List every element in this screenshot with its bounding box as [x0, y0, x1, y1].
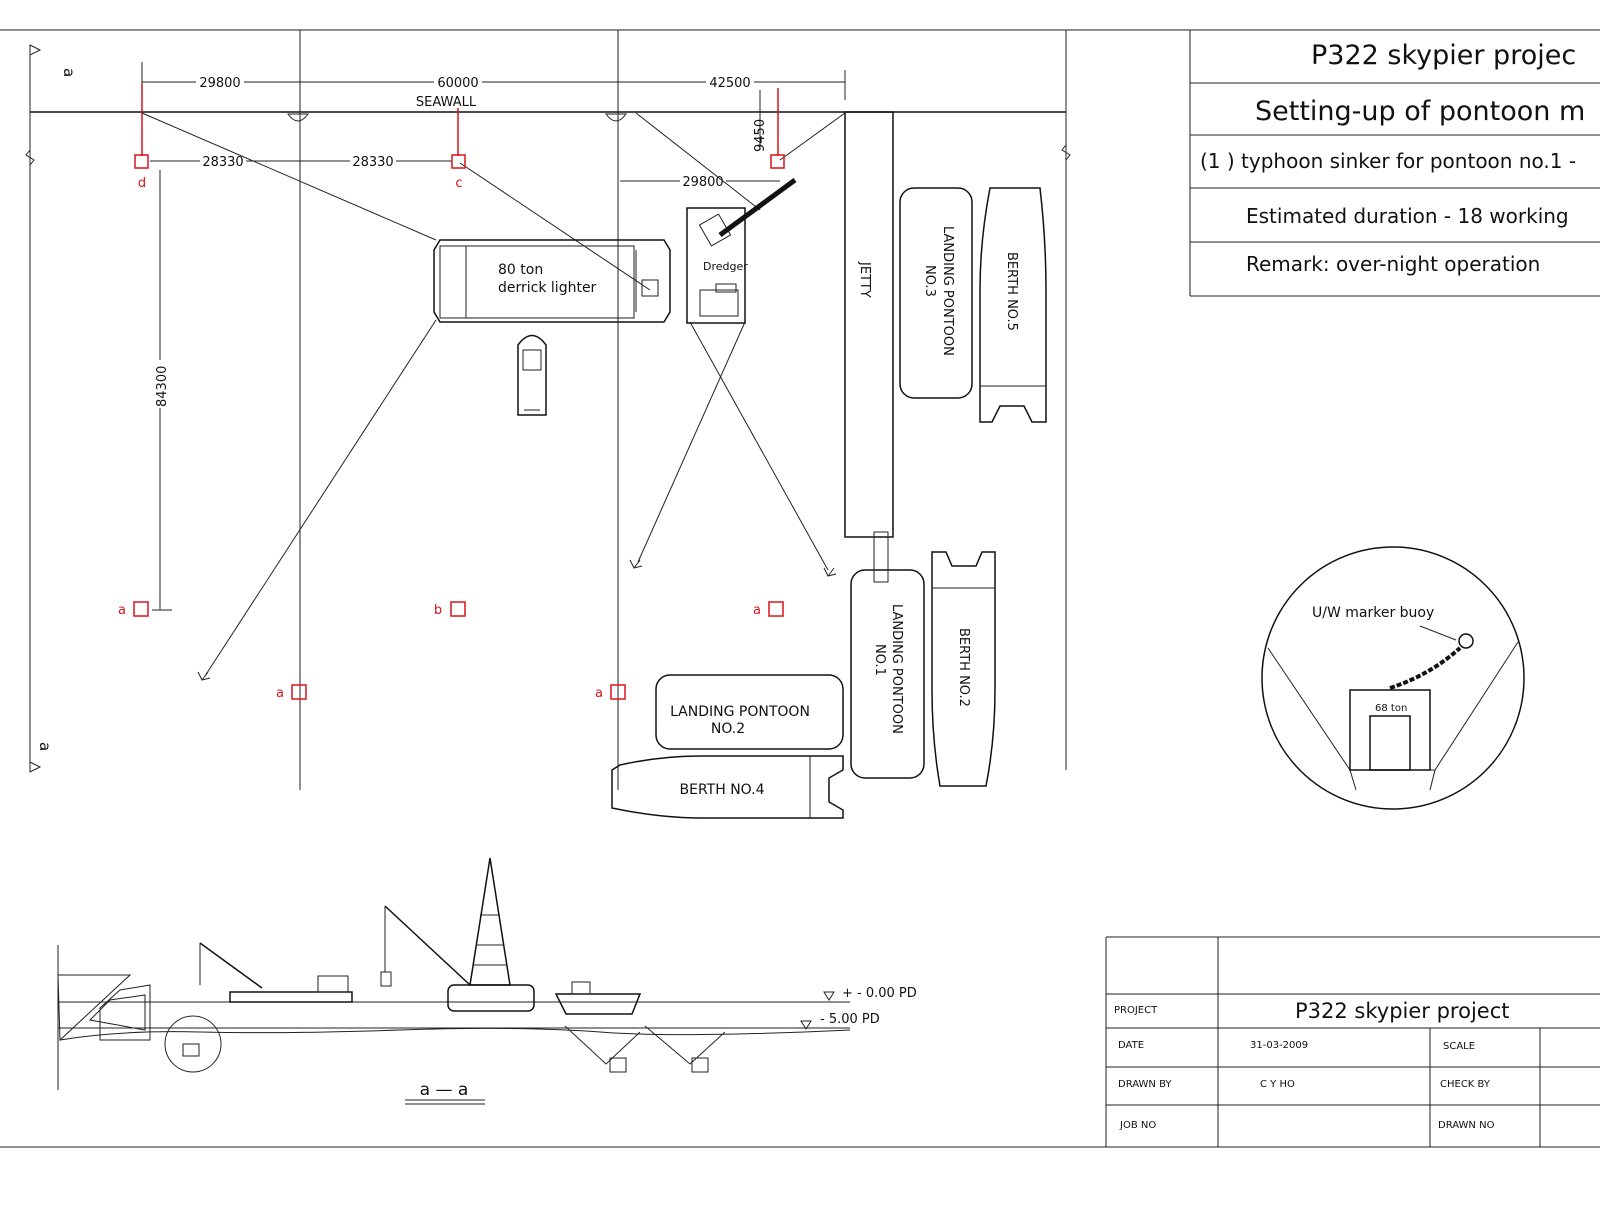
plan-view: a a 29800 60000 42500 SEAWALL 28330 2833… — [25, 30, 1071, 819]
sinker-marker-icon — [770, 154, 785, 169]
dim-60000: 60000 — [437, 76, 478, 91]
sinker-marker-icon — [134, 154, 149, 169]
pd-five-label: - 5.00 PD — [820, 1012, 880, 1027]
dredger-label: Dredger — [703, 260, 748, 273]
pontoon-2-label-2: NO.2 — [711, 721, 745, 737]
title-line-4: Estimated duration - 18 working — [1246, 204, 1569, 228]
berth-2: BERTH NO.2 — [931, 551, 996, 787]
fender-icon — [287, 113, 309, 122]
sinker-marker-icon — [450, 601, 466, 617]
sinker-marker-icon — [768, 601, 784, 617]
pontoon-2-label-1: LANDING PONTOON — [670, 704, 810, 720]
landing-pontoon-3: LANDING PONTOON NO.3 — [899, 187, 973, 399]
sinker-detail: 68 ton U/W marker buoy — [1261, 546, 1525, 810]
title-block-bottom: PROJECT P322 skypier project DATE 31-03-… — [1105, 936, 1600, 1147]
derrick-label-1: 80 ton — [498, 262, 543, 278]
sinker-letter-c: c — [455, 176, 462, 191]
level-triangle-icon — [823, 991, 835, 1001]
section-title: a — a — [420, 1080, 469, 1100]
dim-29800-right: 29800 — [682, 175, 723, 190]
marker-buoy-icon — [1458, 633, 1474, 649]
pontoon-1-label-1: LANDING PONTOON — [889, 604, 904, 734]
sinker-marker-icon — [133, 601, 149, 617]
title-line-2: Setting-up of pontoon m — [1255, 96, 1585, 127]
berth-2-label: BERTH NO.2 — [956, 628, 971, 707]
title-line-1: P322 skypier projec — [1311, 40, 1576, 71]
landing-pontoon-1: LANDING PONTOON NO.1 — [850, 569, 925, 779]
sinker-markers: d c a b a a a — [118, 154, 785, 701]
seawall-label: SEAWALL — [416, 95, 477, 110]
detail-weight-label: 68 ton — [1375, 703, 1407, 714]
chain-icon — [1389, 646, 1462, 690]
pd-zero-label: + - 0.00 PD — [842, 986, 917, 1001]
berth-4-label: BERTH NO.4 — [680, 782, 765, 798]
sinker-marker-icon — [610, 684, 626, 700]
berth-4: BERTH NO.4 — [611, 755, 844, 819]
landing-pontoon-2: LANDING PONTOON NO.2 — [655, 674, 844, 750]
title-line-3: (1 ) typhoon sinker for pontoon no.1 - — [1200, 149, 1576, 173]
berth-5-label: BERTH NO.5 — [1004, 252, 1019, 331]
sinker-marker-icon — [451, 154, 466, 169]
sinker-letter-a: a — [118, 603, 126, 618]
pontoon-1-label-2: NO.1 — [872, 644, 887, 676]
drawn-no-label: DRAWN NO — [1438, 1120, 1495, 1131]
fender-icon — [605, 113, 627, 122]
section-mark-bottom: a — [36, 742, 54, 751]
project-label: PROJECT — [1114, 1005, 1158, 1016]
dim-42500: 42500 — [709, 76, 750, 91]
job-no-label: JOB NO — [1119, 1120, 1156, 1131]
anchor-icon — [197, 671, 211, 681]
sinker-marker-icon — [291, 684, 307, 700]
section-mark-top: a — [60, 68, 78, 77]
dim-29800-top: 29800 — [199, 76, 240, 91]
pontoon-3-label-1: LANDING PONTOON — [940, 226, 955, 356]
dim-84300: 84300 — [155, 366, 170, 407]
dredger: Dredger — [686, 177, 797, 324]
detail-buoy-label: U/W marker buoy — [1312, 605, 1434, 621]
pontoon-3-label-2: NO.3 — [922, 265, 937, 297]
dim-28330-b: 28330 — [352, 155, 393, 170]
title-line-5: Remark: over-night operation — [1246, 252, 1540, 276]
jetty-label: JETTY — [857, 261, 872, 298]
anchor-icon — [823, 567, 837, 577]
derrick-label-2: derrick lighter — [498, 280, 597, 296]
berth-5: BERTH NO.5 — [979, 187, 1047, 423]
sinker-letter-a: a — [753, 603, 761, 618]
date-label: DATE — [1118, 1040, 1144, 1051]
check-by-label: CHECK BY — [1440, 1079, 1491, 1090]
sinker-letter-a: a — [276, 686, 284, 701]
dim-9450: 9450 — [753, 119, 768, 152]
anchor-icon — [629, 559, 643, 569]
derrick-lighter: 80 ton derrick lighter — [433, 239, 671, 323]
sinker-letter-d: d — [138, 176, 146, 191]
date-value: 31-03-2009 — [1250, 1040, 1308, 1051]
sinker-letter-a: a — [595, 686, 603, 701]
scale-label: SCALE — [1443, 1041, 1475, 1052]
section-view: + - 0.00 PD - 5.00 PD a — a — [57, 857, 917, 1105]
drawn-by-label: DRAWN BY — [1118, 1079, 1172, 1090]
level-triangle-icon — [800, 1020, 812, 1030]
sinker-letter-b: b — [434, 603, 442, 618]
jetty: JETTY — [844, 111, 894, 583]
title-block-top: P322 skypier projec Setting-up of pontoo… — [1189, 30, 1600, 297]
work-boat — [517, 334, 547, 416]
dim-28330-a: 28330 — [202, 155, 243, 170]
drawn-by-value: C Y HO — [1260, 1079, 1295, 1090]
project-value: P322 skypier project — [1295, 999, 1509, 1023]
